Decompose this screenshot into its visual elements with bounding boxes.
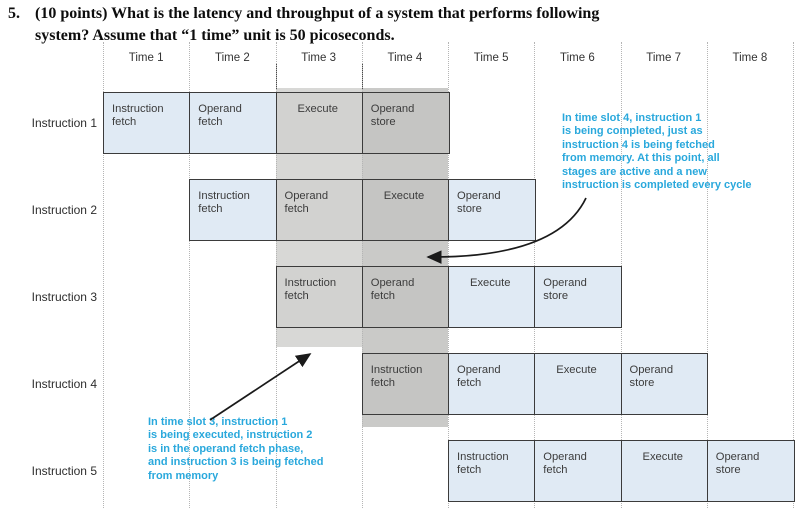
stage-block: Operand fetch bbox=[361, 266, 450, 328]
row-label-instruction-2: Instruction 2 bbox=[31, 203, 97, 217]
question-body: (10 points) What is the latency and thro… bbox=[35, 3, 599, 47]
stage-block: Operand fetch bbox=[534, 440, 622, 502]
stage-block: Execute bbox=[361, 179, 450, 241]
stage-block: Instruction fetch bbox=[448, 440, 536, 502]
stage-block: Execute bbox=[275, 92, 364, 154]
stage-block: Operand fetch bbox=[275, 179, 364, 241]
stage-block: Operand store bbox=[361, 92, 450, 154]
question-number: 5. bbox=[8, 5, 20, 22]
stage-block: Operand store bbox=[448, 179, 536, 241]
time-header-6: Time 6 bbox=[560, 52, 595, 64]
time-header-1: Time 1 bbox=[128, 52, 164, 64]
row-label-instruction-5: Instruction 5 bbox=[31, 464, 97, 478]
stage-block: Instruction fetch bbox=[189, 179, 277, 241]
stage-block: Operand fetch bbox=[448, 353, 536, 415]
row-label-instruction-4: Instruction 4 bbox=[31, 377, 97, 391]
grid-line bbox=[706, 42, 708, 508]
stage-block: Instruction fetch bbox=[275, 266, 364, 328]
question-line1: (10 points) What is the latency and thro… bbox=[35, 5, 600, 22]
row-label-instruction-3: Instruction 3 bbox=[31, 290, 97, 304]
stage-block: Operand store bbox=[706, 440, 795, 502]
time-header-2: Time 2 bbox=[215, 52, 250, 64]
time-header-5: Time 5 bbox=[473, 52, 509, 64]
stage-block: Operand fetch bbox=[189, 92, 277, 154]
time-header-8: Time 8 bbox=[732, 52, 768, 64]
stage-block: Operand store bbox=[534, 266, 622, 328]
stage-block: Instruction fetch bbox=[103, 92, 191, 154]
stage-block: Execute bbox=[620, 440, 709, 502]
question-text: 5. (10 points) What is the latency and t… bbox=[8, 3, 599, 47]
time-header-7: Time 7 bbox=[646, 52, 681, 64]
grid-line bbox=[189, 42, 191, 508]
stage-block: Instruction fetch bbox=[361, 353, 450, 415]
grid-line bbox=[103, 42, 104, 508]
arrow-to-time-slot-3 bbox=[209, 353, 312, 421]
time-header-3: Time 3 bbox=[301, 52, 336, 64]
annotation-time-slot-4: In time slot 4, instruction 1 is being c… bbox=[562, 112, 752, 192]
stage-block: Execute bbox=[534, 353, 622, 415]
annotation-time-slot-3: In time slot 3, instruction 1 is being e… bbox=[148, 416, 324, 482]
row-label-instruction-1: Instruction 1 bbox=[31, 116, 97, 130]
stage-block: Execute bbox=[448, 266, 536, 328]
question-line2: system? Assume that “1 time” unit is 50 … bbox=[35, 27, 395, 44]
stage-block: Operand store bbox=[620, 353, 709, 415]
grid-line bbox=[793, 42, 794, 508]
time-header-4: Time 4 bbox=[387, 52, 423, 64]
